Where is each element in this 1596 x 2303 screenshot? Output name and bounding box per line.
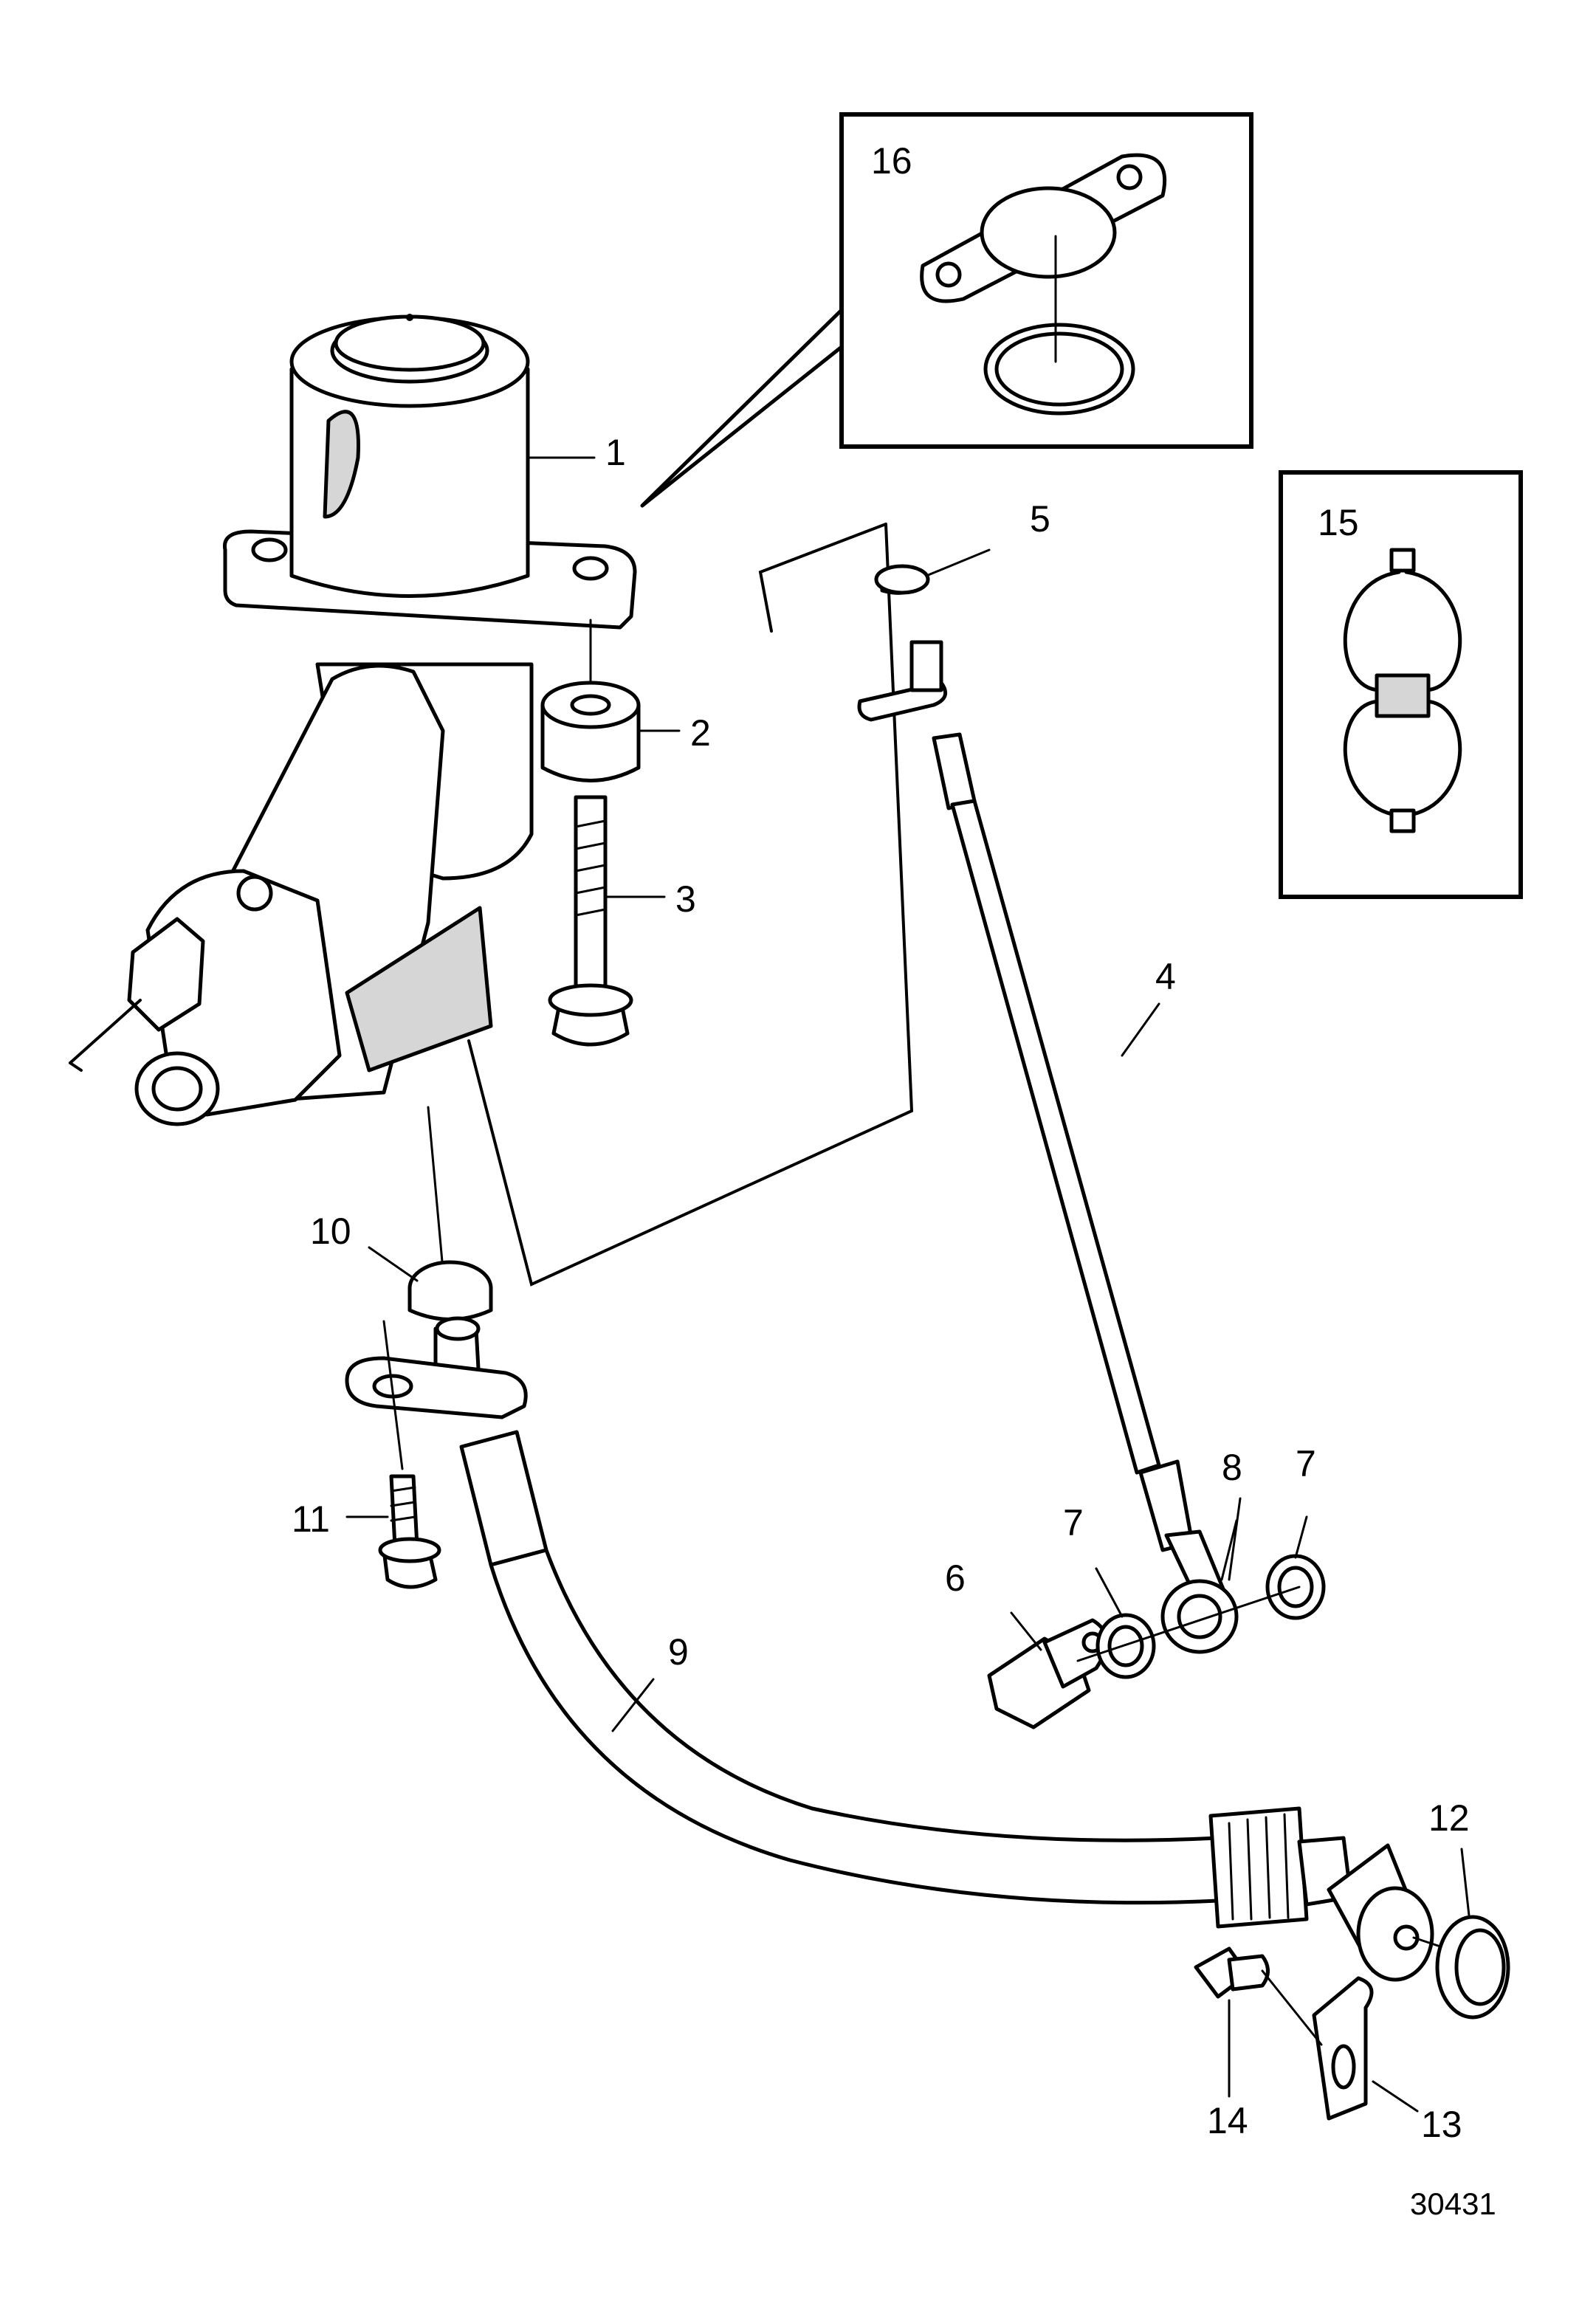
rigid-pipe [857,564,1239,1654]
callout-3: 3 [675,878,696,920]
spacer-sleeve [540,619,681,782]
end-seal [1435,1848,1510,2020]
assembly-guideline [467,523,914,1287]
callout-10: 10 [310,1211,351,1252]
flexible-hose [345,1106,1471,1982]
callout-2: 2 [690,712,711,754]
callout-16: 16 [871,140,912,182]
clip-bolt [1194,1946,1323,2098]
callout-7-right: 7 [1296,1443,1316,1484]
double-clamp [1343,570,1462,692]
callout-12: 12 [1428,1797,1470,1839]
callout-8: 8 [1222,1447,1242,1488]
callout-9: 9 [668,1631,689,1673]
callout-5: 5 [1030,498,1050,540]
detail-pointer-16 [640,308,844,508]
banjo-bolt [987,1611,1109,1729]
detail-box-15 [1279,470,1523,899]
callout-15: 15 [1318,502,1359,543]
actuator-body [145,869,342,1117]
callout-4: 4 [1155,956,1176,997]
callout-1: 1 [605,432,626,473]
callout-14: 14 [1207,2100,1248,2141]
bracket-bolt [345,1320,441,1589]
callout-7-left: 7 [1063,1502,1084,1543]
callout-labels: 1 2 3 4 5 6 7 7 8 9 10 11 12 13 14 15 16… [292,140,1496,2221]
callout-11: 11 [292,1498,330,1540]
callout-13: 13 [1421,2104,1462,2145]
retaining-clip [1312,1976,1419,2121]
callout-6: 6 [945,1557,966,1599]
detail-box-16 [640,112,1253,508]
valve-housing [69,314,637,1126]
flange-bolt [548,795,666,1047]
document-number: 30431 [1410,2186,1496,2221]
sealing-washers [1076,1515,1326,1679]
